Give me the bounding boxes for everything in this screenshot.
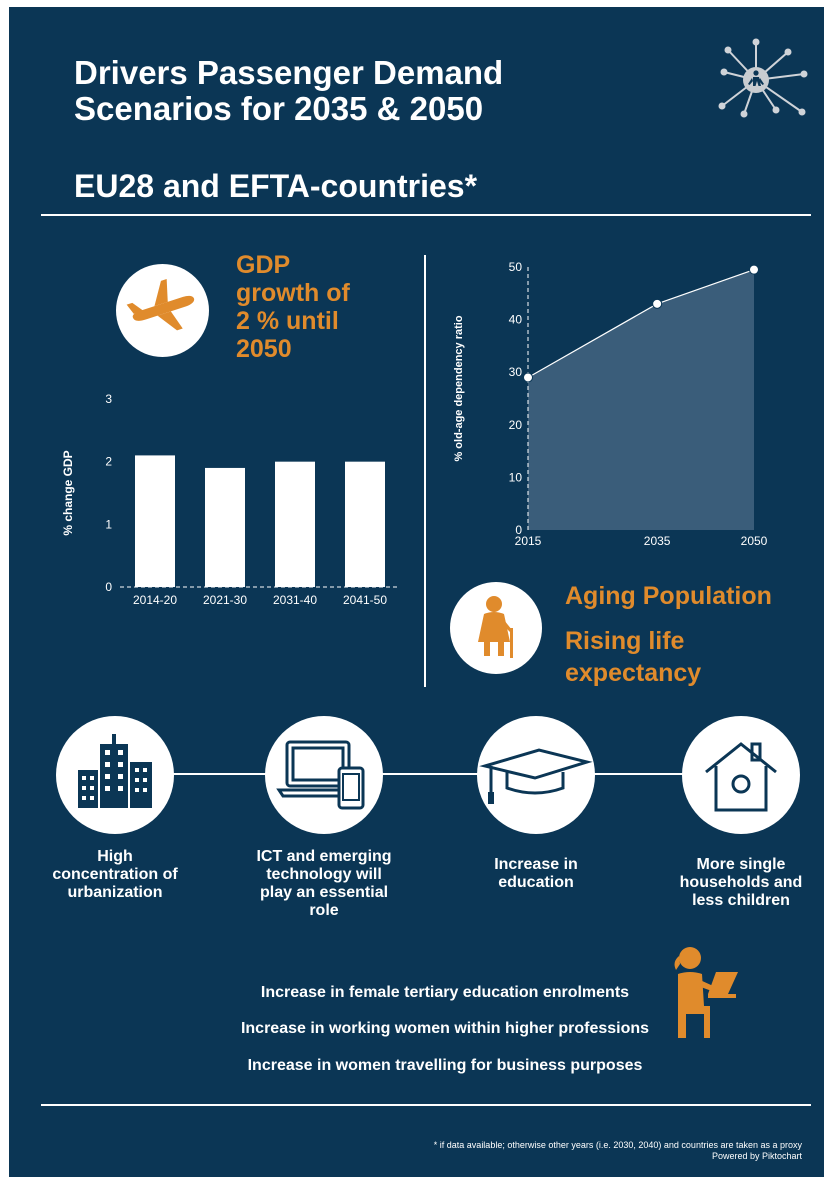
powered-by: Powered by Piktochart bbox=[711, 1151, 802, 1161]
gdp-heading-line3: 2 % until bbox=[236, 307, 339, 335]
gdp-bar bbox=[205, 467, 245, 587]
gdp-icon-circle bbox=[116, 264, 209, 357]
driver-label-urbanization: High concentration of urbanization bbox=[35, 848, 195, 902]
woman-laptop-icon bbox=[674, 947, 738, 1038]
elderly-person-icon bbox=[478, 596, 513, 658]
driver-label-ict: ICT and emerging technology will play an… bbox=[234, 848, 414, 920]
dependency-y-axis-label: % old-age dependency ratio bbox=[453, 315, 465, 461]
dependency-ratio-area-chart: 0 10 20 30 40 50 2015 2035 2050 % old-age depende… bbox=[453, 260, 768, 548]
dependency-y-tick-label: 40 bbox=[509, 313, 523, 327]
subtitle: EU28 and EFTA-countries* bbox=[74, 168, 478, 204]
gdp-bar bbox=[345, 461, 385, 587]
gdp-x-tick-label: 2031-40 bbox=[273, 593, 317, 607]
driver-label-line: technology will bbox=[266, 866, 382, 883]
dependency-point bbox=[652, 298, 663, 309]
graduation-cap-icon bbox=[479, 748, 593, 804]
airplane-icon bbox=[126, 279, 195, 331]
gdp-heading-line1: GDP bbox=[236, 251, 291, 279]
driver-label-line: households and bbox=[679, 874, 803, 891]
network-person-icon bbox=[718, 38, 808, 118]
footer-divider bbox=[41, 1104, 811, 1106]
driver-circle-ict bbox=[265, 716, 383, 834]
dependency-x-tick-label: 2015 bbox=[515, 534, 542, 548]
page-title-line2: Scenarios for 2035 & 2050 bbox=[74, 90, 484, 127]
driver-label-line: role bbox=[309, 902, 339, 919]
header-divider bbox=[41, 214, 811, 216]
driver-label-line: play an essential bbox=[259, 884, 389, 901]
gdp-heading-line2: growth of bbox=[236, 279, 350, 307]
aging-icon-circle bbox=[450, 582, 542, 674]
gdp-y-tick-label: 3 bbox=[105, 392, 112, 406]
dependency-y-tick-label: 20 bbox=[509, 418, 523, 432]
driver-label-line: More single bbox=[696, 856, 786, 873]
women-item-2: Increase in working women within higher … bbox=[240, 1020, 650, 1037]
gdp-y-tick-label: 1 bbox=[105, 517, 112, 531]
section-divider-vertical bbox=[424, 255, 426, 687]
driver-label-line: less children bbox=[692, 892, 790, 909]
city-buildings-icon bbox=[78, 734, 152, 808]
dependency-y-tick-label: 0 bbox=[515, 523, 522, 537]
dependency-point bbox=[523, 372, 533, 383]
footnote: * if data available; otherwise other yea… bbox=[433, 1140, 802, 1150]
gdp-bar bbox=[275, 461, 315, 587]
gdp-x-tick-label: 2021-30 bbox=[203, 593, 247, 607]
dependency-area bbox=[528, 269, 754, 530]
driver-label-line: Increase in bbox=[494, 856, 578, 873]
drivers-connector-line bbox=[115, 773, 739, 775]
gdp-x-tick-label: 2014-20 bbox=[133, 593, 177, 607]
page-title-line1: Drivers Passenger Demand bbox=[74, 54, 504, 91]
driver-label-line: education bbox=[498, 874, 574, 891]
driver-circle-households bbox=[682, 716, 800, 834]
dependency-y-tick-label: 10 bbox=[509, 470, 523, 484]
gdp-heading-line4: 2050 bbox=[236, 335, 292, 363]
dependency-point bbox=[749, 264, 759, 275]
dependency-x-tick-label: 2050 bbox=[741, 534, 768, 548]
gdp-x-tick-label: 2041-50 bbox=[343, 593, 387, 607]
gdp-bar-chart: 0 1 2 3 2014-20 2021-30 2031-40 2041-50 % change… bbox=[61, 392, 400, 607]
dependency-y-tick-label: 30 bbox=[509, 365, 523, 379]
driver-label-education: Increase in education bbox=[456, 856, 616, 892]
aging-line1: Aging Population bbox=[565, 582, 772, 610]
driver-label-line: ICT and emerging bbox=[256, 848, 392, 865]
driver-label-line: urbanization bbox=[67, 884, 163, 901]
aging-line2a: Rising life bbox=[565, 627, 685, 655]
dependency-x-tick-label: 2035 bbox=[644, 534, 671, 548]
driver-label-households: More single households and less children bbox=[661, 856, 821, 910]
driver-label-line: concentration of bbox=[52, 866, 178, 883]
women-item-1: Increase in female tertiary education en… bbox=[260, 984, 630, 1001]
driver-circle-urbanization bbox=[56, 716, 174, 834]
gdp-bar bbox=[135, 455, 175, 587]
gdp-y-tick-label: 2 bbox=[105, 455, 112, 469]
aging-line2b: expectancy bbox=[565, 659, 702, 687]
house-icon bbox=[705, 742, 777, 812]
women-item-3: Increase in women travelling for busines… bbox=[247, 1057, 643, 1074]
gdp-y-axis-label: % change GDP bbox=[61, 450, 75, 535]
driver-label-line: High bbox=[97, 848, 133, 865]
dependency-y-tick-label: 50 bbox=[509, 260, 523, 274]
gdp-y-tick-label: 0 bbox=[105, 580, 112, 594]
laptop-phone-icon bbox=[276, 740, 365, 810]
driver-circle-education bbox=[477, 716, 595, 834]
